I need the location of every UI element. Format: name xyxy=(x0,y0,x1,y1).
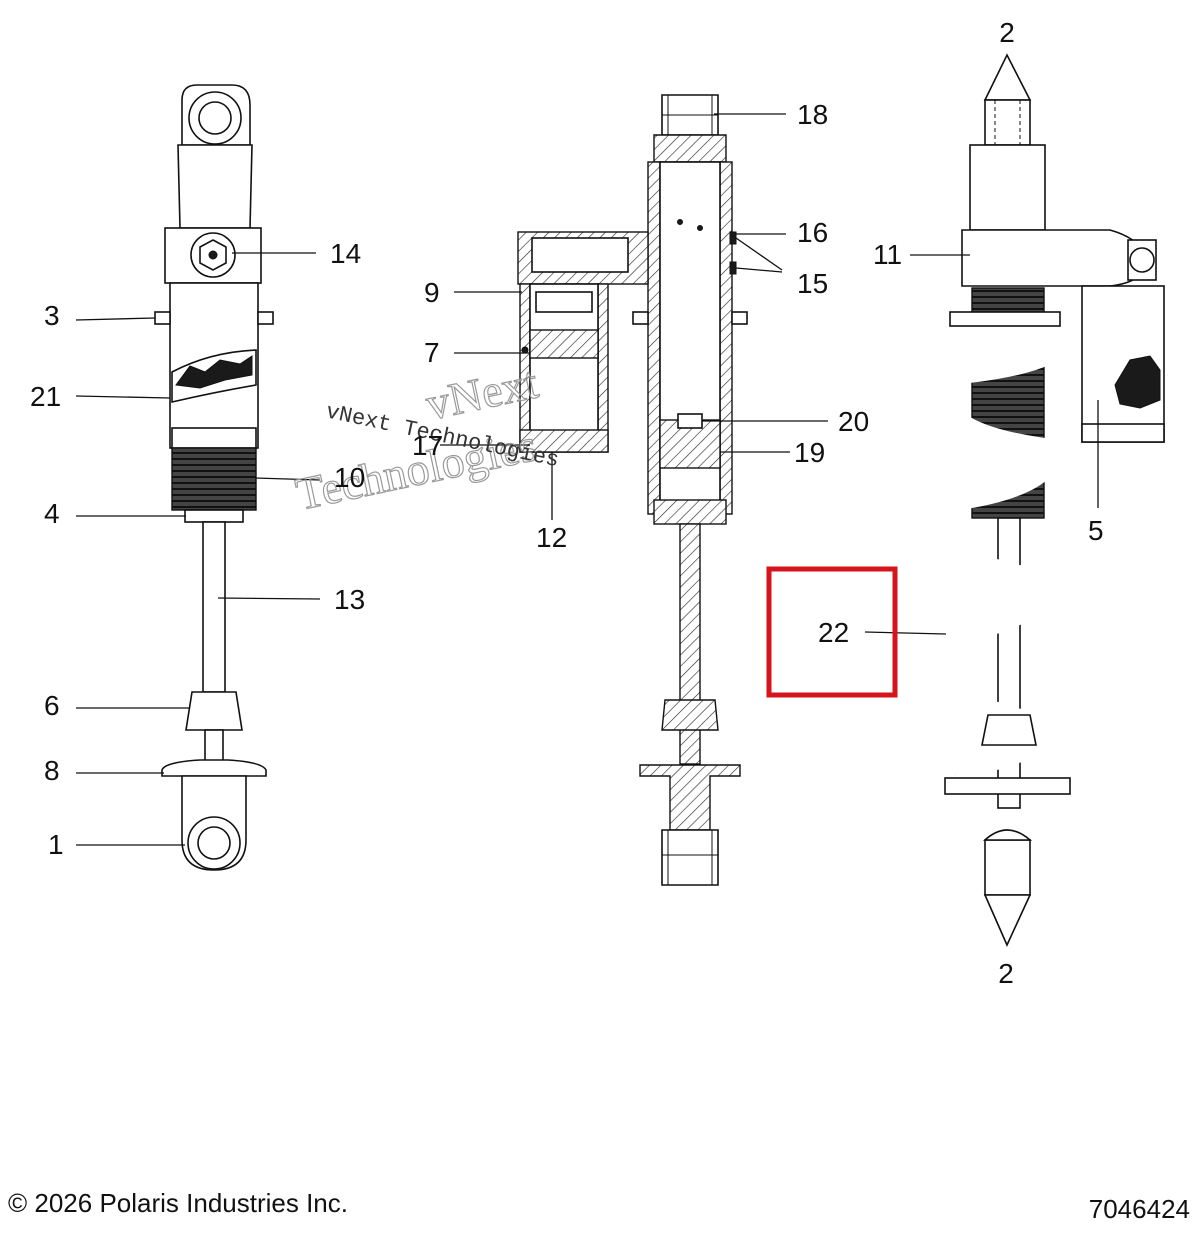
callout-3[interactable]: 3 xyxy=(44,300,60,331)
callout-7[interactable]: 7 xyxy=(424,337,440,368)
callout-2-top[interactable]: 2 xyxy=(999,17,1015,48)
callout-2-bottom[interactable]: 2 xyxy=(998,958,1014,989)
callout-4[interactable]: 4 xyxy=(44,498,60,529)
callout-numbers: 2 18 16 14 11 15 9 3 7 21 20 17 19 10 4 … xyxy=(30,17,1104,989)
callout-12[interactable]: 12 xyxy=(536,522,567,553)
right-shock-with-spring xyxy=(942,53,1165,947)
callout-13[interactable]: 13 xyxy=(334,584,365,615)
diagram-number: 7046424 xyxy=(1089,1194,1190,1224)
copyright-text: © 2026 Polaris Industries Inc. xyxy=(8,1188,348,1218)
callout-19[interactable]: 19 xyxy=(794,437,825,468)
callout-22[interactable]: 22 xyxy=(818,617,849,648)
center-shock-section xyxy=(517,94,748,886)
leader-lines xyxy=(75,113,1099,846)
callout-20[interactable]: 20 xyxy=(838,406,869,437)
callout-10[interactable]: 10 xyxy=(334,462,365,493)
callout-8[interactable]: 8 xyxy=(44,755,60,786)
callout-9[interactable]: 9 xyxy=(424,277,440,308)
left-shock-exterior xyxy=(154,84,274,871)
callout-21[interactable]: 21 xyxy=(30,381,61,412)
callout-6[interactable]: 6 xyxy=(44,690,60,721)
callout-14[interactable]: 14 xyxy=(330,238,361,269)
callout-16[interactable]: 16 xyxy=(797,217,828,248)
callout-15[interactable]: 15 xyxy=(797,268,828,299)
callout-1[interactable]: 1 xyxy=(48,829,64,860)
callout-22-highlight-box xyxy=(766,566,898,698)
callout-18[interactable]: 18 xyxy=(797,99,828,130)
callout-17[interactable]: 17 xyxy=(412,430,443,461)
callout-5[interactable]: 5 xyxy=(1088,515,1104,546)
callout-11[interactable]: 11 xyxy=(873,239,902,270)
